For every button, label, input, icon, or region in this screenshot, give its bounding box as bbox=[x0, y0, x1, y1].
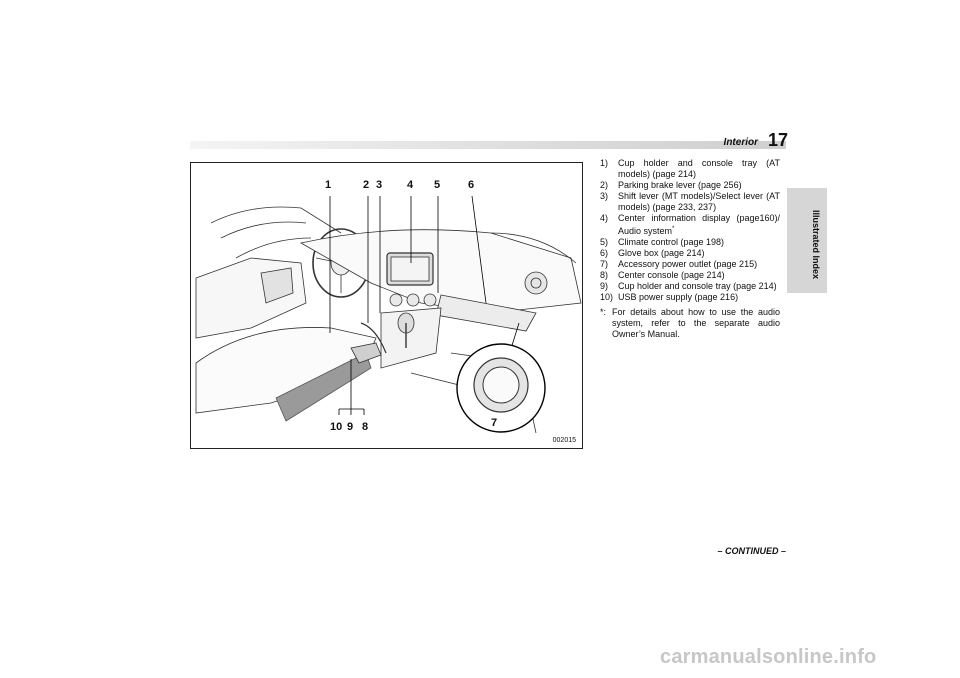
item-text: Parking brake lever (page 256) bbox=[618, 180, 742, 190]
list-item: 5) Climate control (page 198) bbox=[600, 237, 780, 248]
list-item: 9) Cup holder and console tray (page 214… bbox=[600, 281, 780, 292]
item-text: Cup holder and console tray (AT models) … bbox=[618, 158, 780, 179]
section-title: Interior bbox=[723, 137, 758, 148]
list-item: 2) Parking brake lever (page 256) bbox=[600, 180, 780, 191]
footnote-text: For details about how to use the audio s… bbox=[612, 307, 780, 339]
watermark: carmanualsonline.info bbox=[660, 646, 877, 668]
item-text: Shift lever (MT models)/Select lever (AT… bbox=[618, 191, 780, 212]
callout-10: 10 bbox=[330, 421, 343, 433]
page-number: 17 bbox=[768, 130, 789, 150]
interior-illustration: 1 2 3 4 5 6 7 8 9 10 002015 bbox=[190, 162, 583, 449]
item-number: 10) bbox=[600, 292, 614, 302]
component-list: 1) Cup holder and console tray (AT model… bbox=[600, 158, 780, 340]
item-text: Climate control (page 198) bbox=[618, 237, 725, 247]
footnote-marker: * bbox=[672, 226, 675, 232]
item-text: Accessory power outlet (page 215) bbox=[618, 259, 758, 269]
continued-label: – CONTINUED – bbox=[717, 546, 786, 556]
item-number: 4) bbox=[600, 213, 609, 223]
item-number: 2) bbox=[600, 180, 609, 190]
callout-4: 4 bbox=[407, 179, 414, 191]
callout-9: 9 bbox=[347, 421, 354, 433]
item-text: Center information display (page160)/ Au… bbox=[618, 213, 780, 236]
list-item: 10) USB power supply (page 216) bbox=[600, 292, 780, 303]
side-tab-label: Illustrated Index bbox=[811, 210, 821, 280]
callout-1: 1 bbox=[325, 179, 332, 191]
item-number: 3) bbox=[600, 191, 609, 201]
accessory-outlet-inset bbox=[456, 343, 546, 433]
item-text-with-note: Center information display (page160)/ Au… bbox=[618, 213, 780, 237]
item-number: 9) bbox=[600, 281, 609, 291]
callout-5: 5 bbox=[434, 179, 441, 191]
callout-7: 7 bbox=[491, 417, 498, 429]
callout-3: 3 bbox=[376, 179, 383, 191]
callout-2: 2 bbox=[363, 179, 370, 191]
list-item: 4) Center information display (page160)/… bbox=[600, 213, 780, 237]
item-text: Center console (page 214) bbox=[618, 270, 725, 280]
item-text: Cup holder and console tray (page 214) bbox=[618, 281, 777, 291]
item-number: 8) bbox=[600, 270, 609, 280]
item-number: 5) bbox=[600, 237, 609, 247]
callout-8: 8 bbox=[362, 421, 369, 433]
item-number: 7) bbox=[600, 259, 609, 269]
car-interior-drawing bbox=[195, 195, 582, 434]
list-item: 8) Center console (page 214) bbox=[600, 270, 780, 281]
list-item: 7) Accessory power outlet (page 215) bbox=[600, 259, 780, 270]
footnote: *: For details about how to use the audi… bbox=[600, 307, 780, 340]
list-item: 1) Cup holder and console tray (AT model… bbox=[600, 158, 780, 180]
header-bar bbox=[190, 141, 786, 149]
footnote-mark: *: bbox=[600, 307, 607, 317]
list-item: 3) Shift lever (MT models)/Select lever … bbox=[600, 191, 780, 213]
item-text: Glove box (page 214) bbox=[618, 248, 705, 258]
item-number: 1) bbox=[600, 158, 609, 168]
item-text: USB power supply (page 216) bbox=[618, 292, 739, 302]
side-tab bbox=[787, 188, 827, 293]
list-item: 6) Glove box (page 214) bbox=[600, 248, 780, 259]
item-number: 6) bbox=[600, 248, 609, 258]
callout-6: 6 bbox=[468, 179, 475, 191]
figure-code: 002015 bbox=[552, 437, 576, 444]
